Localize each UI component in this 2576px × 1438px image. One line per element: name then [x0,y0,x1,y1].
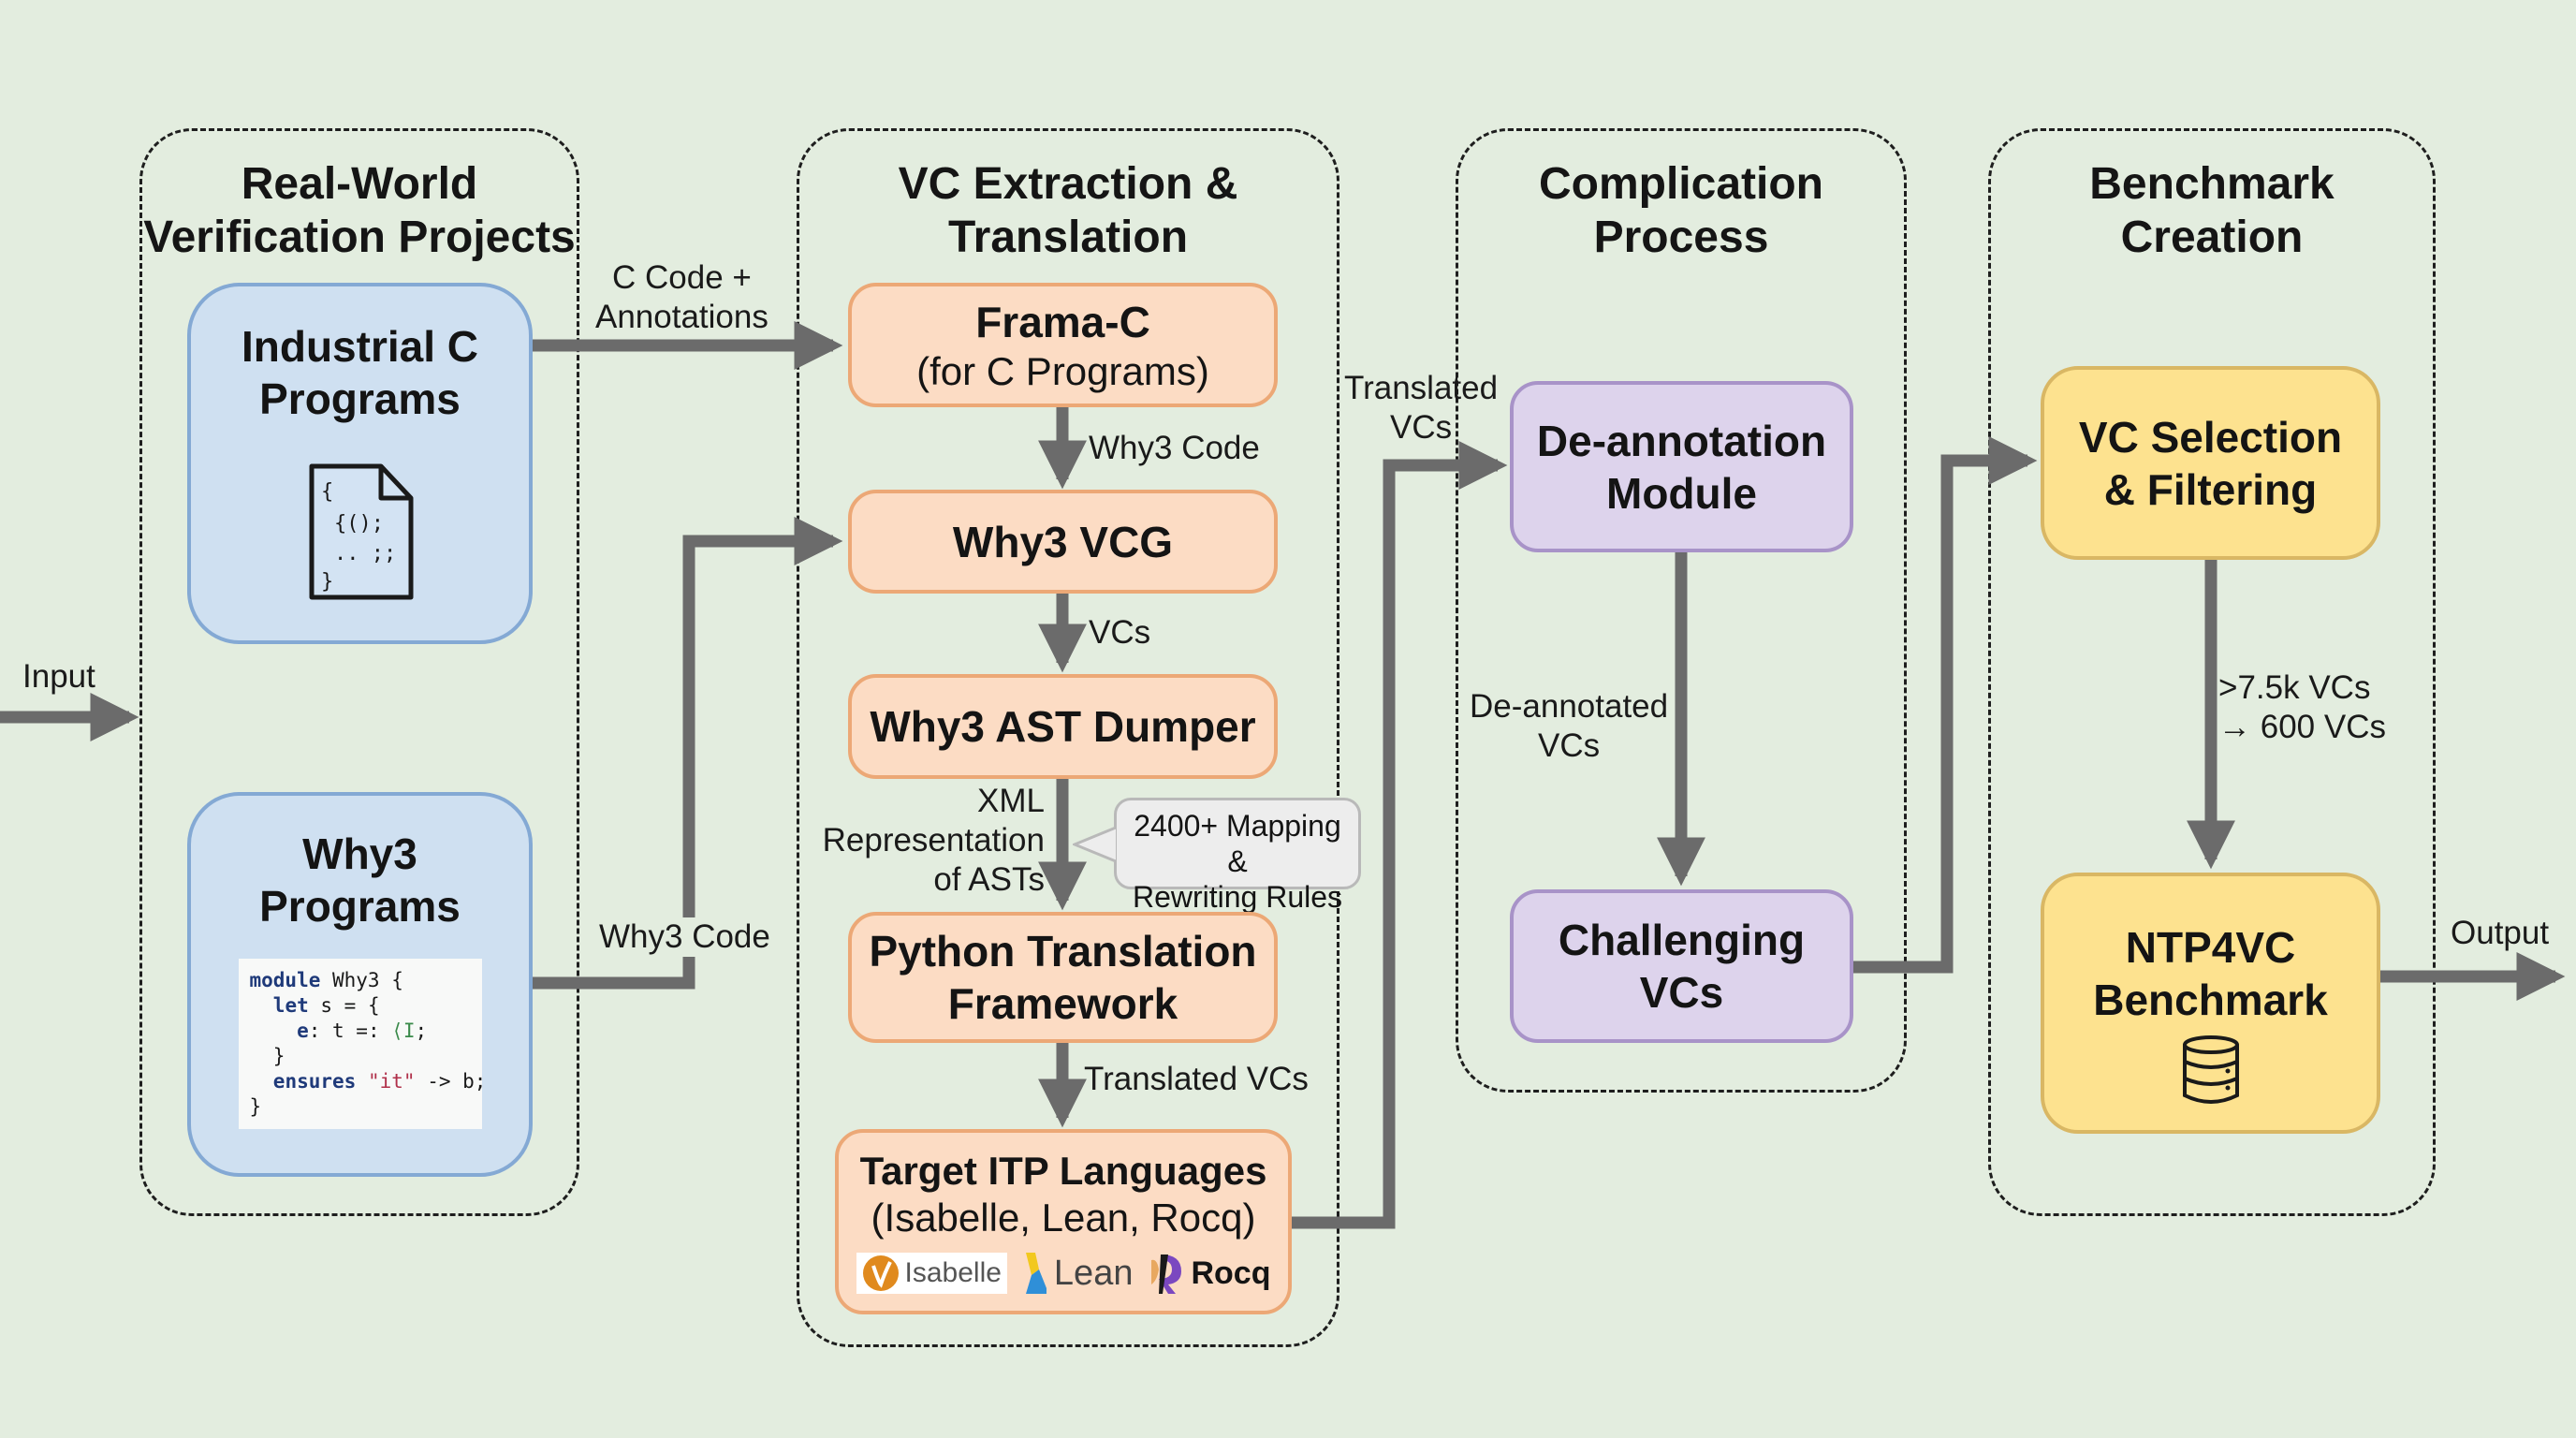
node-title: Python Translation Framework [869,927,1257,1028]
rocq-logo-icon [1151,1255,1182,1294]
node-industrial-c-programs[interactable]: Industrial C Programs { {(); .. ;; } [187,283,533,644]
label-why3-code-left: Why3 Code [599,917,770,957]
node-ntp4vc-benchmark[interactable]: NTP4VC Benchmark [2041,873,2380,1134]
rocq-logo-label: Rocq [1191,1255,1271,1291]
node-title: VC Selection & Filtering [2078,412,2343,514]
lean-logo: Lean [1022,1251,1134,1296]
label-why3-code-mid: Why3 Code [1089,430,1260,466]
group-title: Real-World Verification Projects [143,159,576,262]
rocq-logo: Rocq [1148,1251,1270,1296]
group-title: Benchmark Creation [2089,159,2334,262]
lean-logo-icon [1025,1253,1046,1294]
node-title: Frama-C [975,297,1150,346]
node-target-itp-languages[interactable]: Target ITP Languages (Isabelle, Lean, Ro… [835,1129,1292,1314]
isabelle-logo-icon [862,1255,899,1291]
arrow-challenging-to-selection [1853,436,2038,974]
node-subtitle: (Isabelle, Lean, Rocq) [871,1196,1256,1240]
node-why3-vcg[interactable]: Why3 VCG [848,490,1278,594]
node-title: Challenging VCs [1558,916,1806,1017]
label-filter-count: >7.5k VCs → 600 VCs [2218,669,2386,745]
label-xml-representation: XML Representation of ASTs [822,783,1045,898]
isabelle-logo-label: Isabelle [904,1257,1002,1288]
group-benchmark: Benchmark Creation [1988,128,2436,1216]
why3-code-snippet: module Why3 { let s = { e: t =: ⟨I; } en… [238,959,486,1129]
label-output: Output [2451,915,2550,951]
group-title: VC Extraction & Translation [898,159,1238,262]
label-translated-vcs-mid: Translated VCs [1084,1061,1309,1097]
database-icon [2182,1034,2239,1104]
label-deannotated-vcs: De-annotated VCs [1470,688,1669,764]
node-title: Target ITP Languages [859,1149,1267,1193]
arrow-why3prog-to-vcg [533,517,843,990]
callout-pointer [1073,826,1117,863]
node-title: Why3 VCG [952,517,1174,566]
label-vcs: VCs [1089,614,1151,651]
node-challenging-vcs[interactable]: Challenging VCs [1510,889,1853,1043]
node-title: Why3 Programs [259,829,461,931]
node-title: Industrial C Programs [241,322,479,423]
label-input: Input [22,658,95,695]
node-why3-programs[interactable]: Why3 Programs module Why3 { let s = { e:… [187,792,533,1177]
node-frama-c[interactable]: Frama-C (for C Programs) [848,283,1278,407]
itp-logos: Isabelle Lean Rocq [856,1251,1270,1296]
callout-mapping-rules: 2400+ Mapping & Rewriting Rules [1114,798,1361,914]
svg-text:.. ;;: .. ;; [334,542,396,565]
label-translated-vcs-right: Translated VCs [1344,370,1499,446]
svg-text:{();: {(); [334,512,384,536]
group-title: Complication Process [1538,159,1823,262]
node-deannotation-module[interactable]: De-annotation Module [1510,381,1853,552]
lean-logo-label: Lean [1053,1253,1134,1293]
isabelle-logo: Isabelle [856,1253,1007,1294]
node-python-translation-framework[interactable]: Python Translation Framework [848,912,1278,1043]
group-real-world: Real-World Verification Projects [139,128,579,1216]
label-c-code-annotations: C Code + Annotations [595,259,768,335]
svg-text:{: { [321,480,333,504]
node-subtitle: (for C Programs) [916,348,1209,393]
node-title: Why3 AST Dumper [870,702,1256,751]
group-vc-extraction: VC Extraction & Translation [797,128,1339,1347]
node-why3-ast-dumper[interactable]: Why3 AST Dumper [848,674,1278,779]
code-file-icon: { {(); .. ;; } [309,463,413,600]
arrow-itp-to-deannotation [1292,441,1508,1229]
group-complication: Complication Process [1456,128,1907,1093]
node-title: NTP4VC Benchmark [2093,922,2328,1024]
svg-text:}: } [321,570,333,594]
node-title: De-annotation Module [1536,416,1827,518]
node-vc-selection-filtering[interactable]: VC Selection & Filtering [2041,366,2380,560]
